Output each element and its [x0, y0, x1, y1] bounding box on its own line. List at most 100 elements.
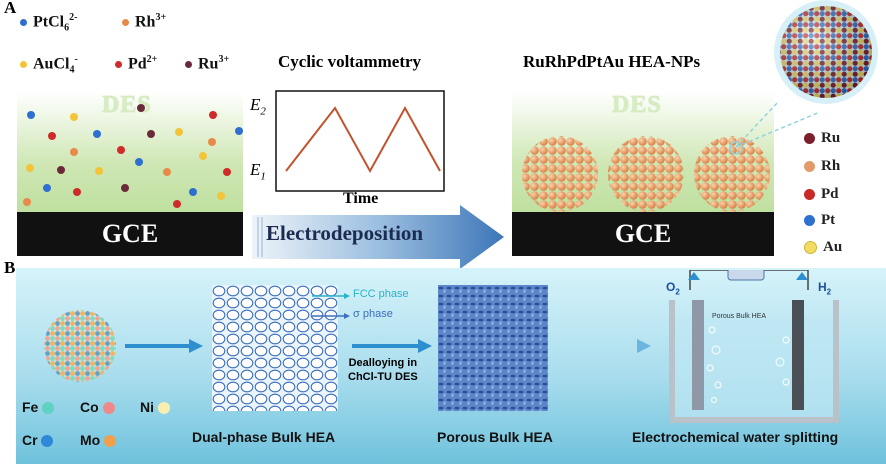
cell-electrode-label: Porous Bulk HEA [712, 313, 767, 320]
arrow-dealloying [352, 339, 432, 353]
ion-ru: Ru3+ [185, 54, 229, 73]
ion-aucl4-sup: - [74, 54, 78, 65]
elem-co: Co [80, 399, 121, 415]
legend-ru-dot [804, 133, 815, 145]
porous-label: Porous Bulk HEA [437, 429, 553, 445]
elem-co-label: Co [80, 399, 99, 415]
cv-e2-letter: E [250, 95, 261, 114]
h2-letter: H [818, 280, 827, 294]
cv-e1-letter: E [250, 160, 261, 179]
legend-ru: Ru [804, 130, 840, 147]
legend-rh-dot [804, 161, 815, 173]
dual-phase-label: Dual-phase Bulk HEA [192, 429, 336, 445]
electrolysis-cell [669, 270, 839, 423]
elem-ni-label: Ni [140, 399, 154, 415]
elem-ni: Ni [140, 399, 176, 415]
ion-pd: Pd2+ [115, 54, 157, 73]
arrow-to-dual-phase [125, 339, 203, 353]
sigma-phase-label: σ phase [353, 308, 393, 320]
electrodeposition-arrow [252, 205, 504, 269]
cv-e1-label: E1 [250, 160, 266, 182]
ion-aucl4: AuCl4- [20, 54, 78, 76]
elem-ni-dot [157, 402, 170, 415]
ru-dot [185, 61, 192, 69]
legend-pd-dot [804, 189, 815, 201]
legend-au-dot [804, 241, 817, 255]
hea-np-zoom-sphere [774, 0, 878, 104]
pd-dot [115, 61, 122, 69]
ion-dots [23, 104, 243, 208]
aucl4-dot [20, 61, 27, 69]
o2-letter: O [666, 280, 676, 294]
electrodeposition-label: Electrodeposition [266, 221, 424, 245]
dual-phase-microstructure [212, 285, 338, 411]
rh-dot [122, 19, 129, 27]
cv-e2-sub: 2 [260, 105, 266, 118]
legend-ru-label: Ru [821, 130, 841, 146]
ion-pd-sup: 2+ [146, 54, 158, 65]
ion-aucl4-sub: 4 [69, 64, 75, 76]
elem-cr-label: Cr [22, 432, 38, 448]
h2-sub: 2 [826, 287, 832, 297]
water-splitting-label: Electrochemical water splitting [632, 429, 839, 445]
elem-cr-dot [41, 435, 54, 448]
dealloying-label: Dealloying in ChCl-TU DES [348, 356, 418, 384]
legend-pt: Pt [804, 212, 835, 229]
phase-pointer-lines [312, 293, 350, 319]
panel-b-label: B [4, 258, 16, 277]
right-des-label: DES [612, 92, 662, 118]
panel-a-label: A [4, 0, 17, 17]
ion-rh-name: Rh [135, 13, 156, 31]
cv-plot [275, 90, 445, 192]
np-cluster-1 [522, 136, 598, 212]
elem-fe-label: Fe [22, 399, 39, 415]
legend-pt-dot [804, 215, 815, 227]
cv-frame [275, 90, 445, 192]
legend-rh-label: Rh [821, 158, 841, 174]
ion-aucl4-name: AuCl [33, 55, 70, 73]
hea-np-title: RuRhPdPtAu HEA-NPs [523, 52, 701, 71]
legend-pt-label: Pt [821, 212, 836, 228]
porous-bulk-microstructure [438, 285, 548, 411]
h2-label: H2 [818, 280, 831, 296]
legend-pd-label: Pd [821, 186, 839, 202]
ion-ptcl6-sup: 2- [69, 12, 78, 23]
hea-sphere [44, 310, 116, 382]
ion-rh-sup: 3+ [155, 12, 167, 23]
elem-cr: Cr [22, 432, 59, 448]
cv-e1-sub: 1 [260, 170, 266, 183]
elem-fe: Fe [22, 399, 60, 415]
cv-e2-label: E2 [250, 95, 266, 117]
elem-mo-dot [104, 435, 117, 448]
elem-mo-label: Mo [80, 432, 101, 448]
o2-sub: 2 [675, 287, 680, 297]
legend-au-label: Au [823, 239, 843, 255]
legend-pd: Pd [804, 186, 839, 203]
ion-pd-name: Pd [128, 55, 147, 73]
np-cluster-2 [608, 136, 684, 212]
arrow-to-water-splitting [563, 339, 651, 353]
left-gce-label: GCE [101, 219, 159, 248]
ion-ptcl6-sub: 6 [64, 22, 70, 34]
cv-title: Cyclic voltammetry [278, 52, 422, 71]
dealloying-line2: ChCl-TU DES [348, 371, 418, 383]
ion-ru-sup: 3+ [218, 54, 230, 65]
elem-mo: Mo [80, 432, 122, 448]
fcc-phase-label: FCC phase [353, 288, 409, 300]
ion-ptcl6-name: PtCl [33, 13, 65, 31]
left-gce-electrode: GCE [17, 212, 243, 256]
ion-ru-name: Ru [198, 55, 219, 73]
right-des-box: DES [512, 92, 774, 212]
cv-triangle-wave [285, 105, 441, 174]
cv-x-label: Time [343, 190, 379, 207]
ptcl6-dot [20, 19, 27, 27]
ion-ptcl6: PtCl62- [20, 12, 77, 34]
np-cluster-3 [694, 136, 770, 212]
legend-au: Au [804, 239, 842, 256]
elem-fe-dot [42, 402, 55, 415]
zoom-connector-lines [735, 101, 821, 148]
legend-rh: Rh [804, 158, 840, 175]
dealloying-line1: Dealloying in [348, 357, 418, 369]
o2-label: O2 [666, 280, 680, 296]
ion-rh: Rh3+ [122, 12, 166, 31]
